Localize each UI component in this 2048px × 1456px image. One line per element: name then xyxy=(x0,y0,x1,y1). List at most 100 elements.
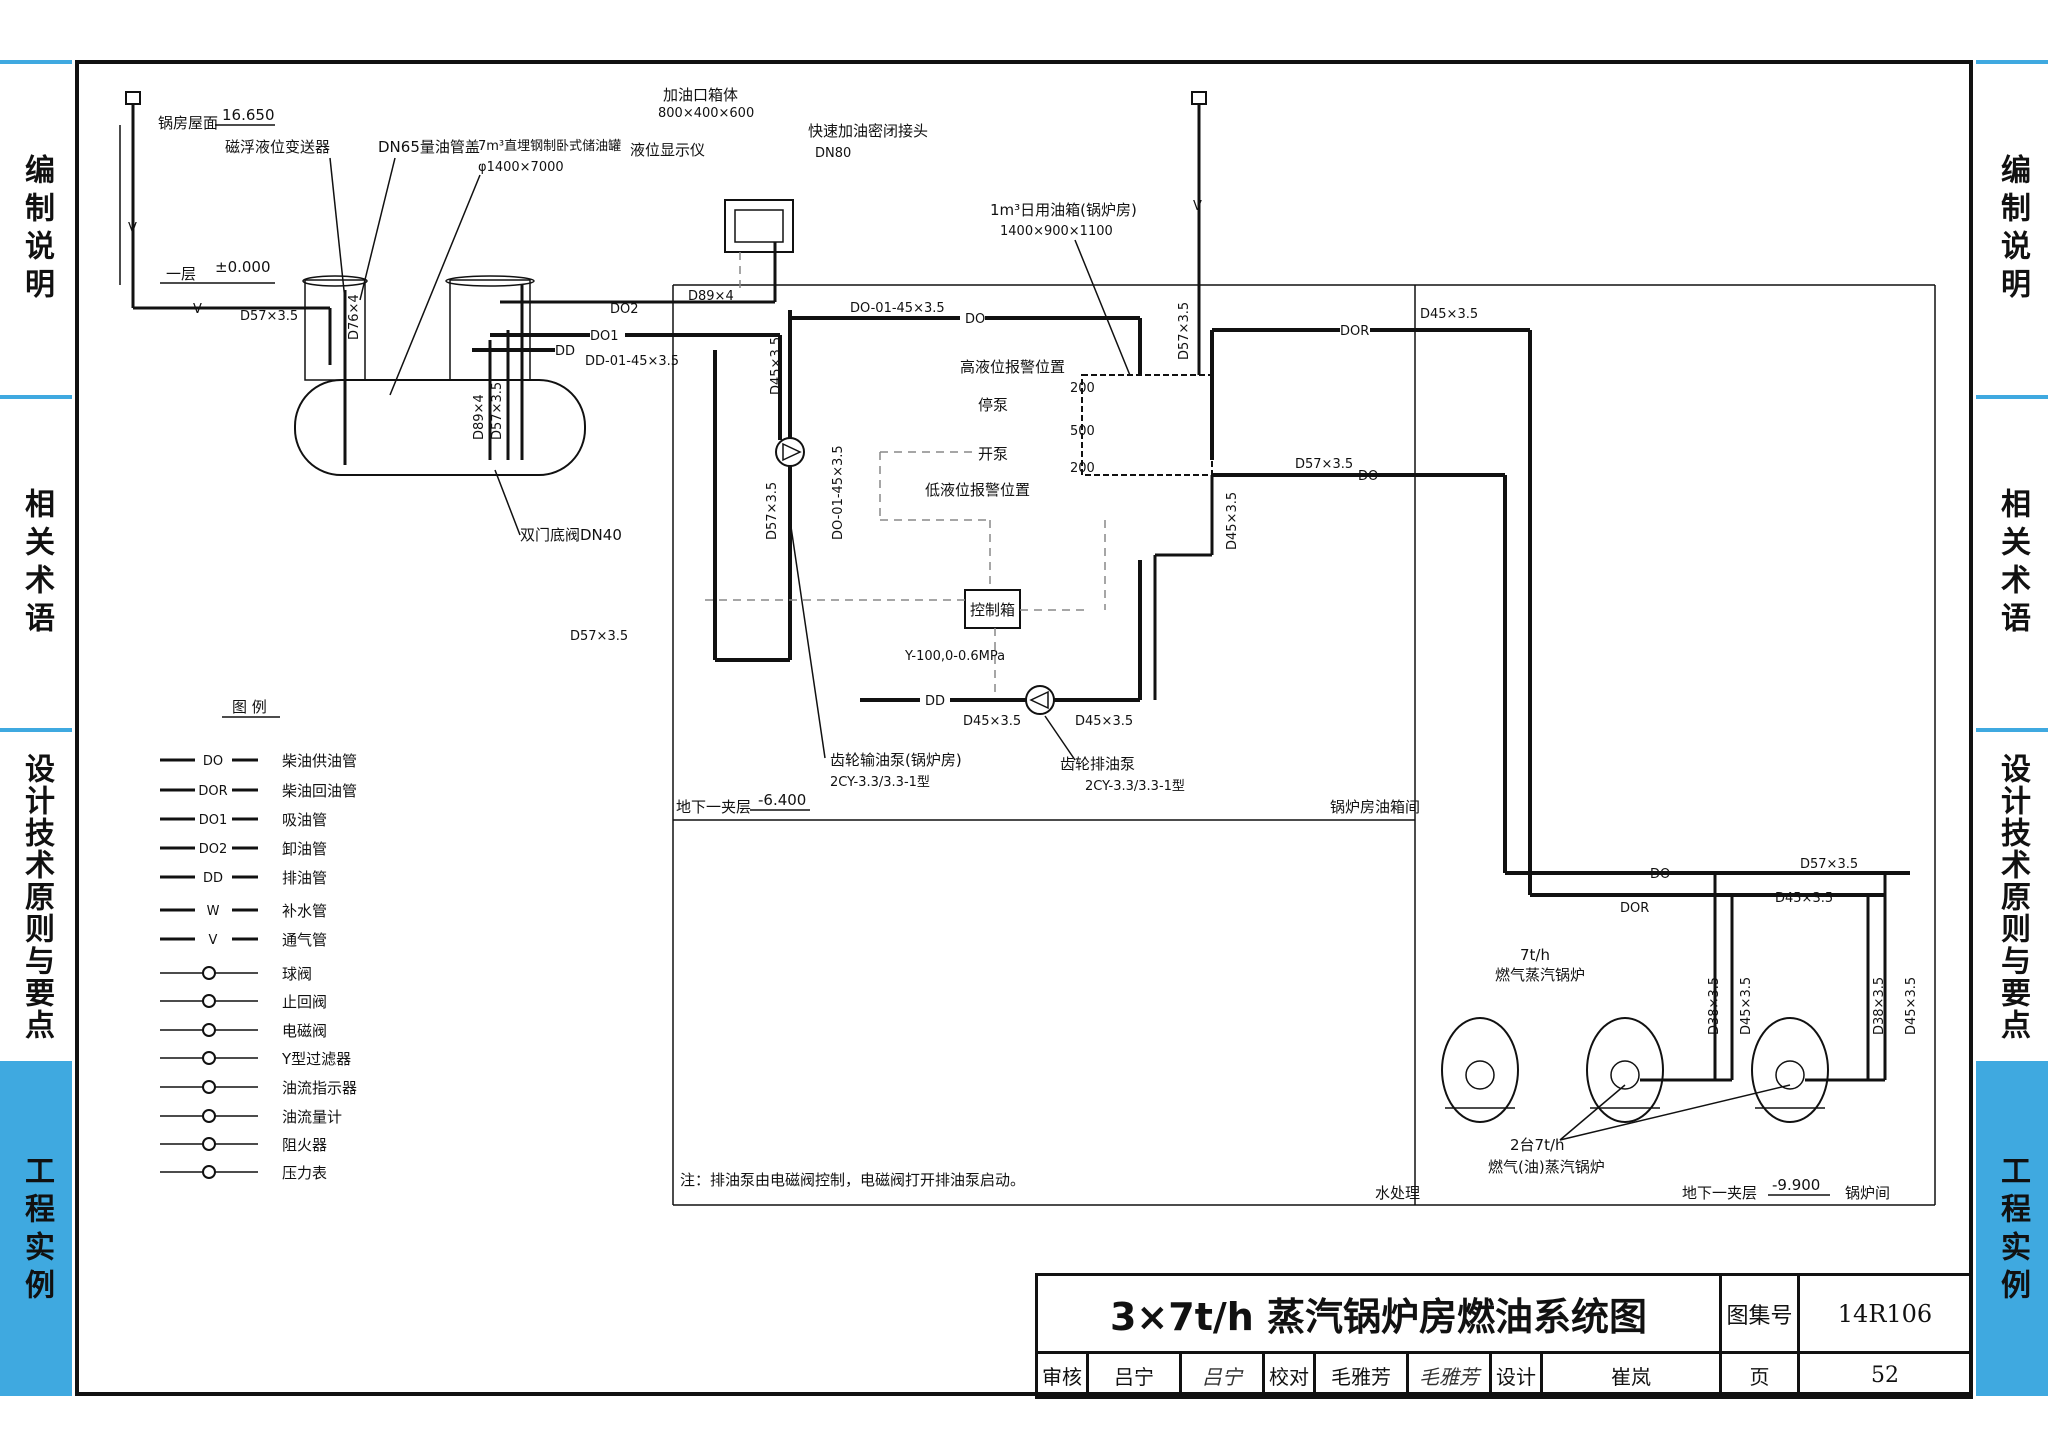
legend-text: 吸油管 xyxy=(282,811,327,829)
feed-pump-label: 齿轮输油泵(锅炉房) xyxy=(830,751,962,769)
tab-left-examples[interactable]: 工程实例 xyxy=(0,1061,72,1396)
high-alarm-label: 高液位报警位置 xyxy=(960,358,1065,376)
tab-label: 工程实例 xyxy=(19,1154,54,1307)
d89-label: D89×4 xyxy=(688,289,734,304)
ground-elev: ±0.000 xyxy=(215,258,271,276)
legend-symbol-icon xyxy=(202,1051,216,1065)
tab-label: 相关术语 xyxy=(1995,487,2030,640)
legend-row: 止回阀 xyxy=(160,993,327,1011)
tab-right-principles[interactable]: 设计技术原则与要点 xyxy=(1976,728,2048,1061)
legend-text: 卸油管 xyxy=(282,840,327,858)
designer-name: 崔岚 xyxy=(1540,1351,1722,1399)
d45-return-label: D45×3.5 xyxy=(1225,492,1240,550)
roof-label: 锅房屋面 xyxy=(158,114,218,132)
bottom-valve-label: 双门底阀DN40 xyxy=(520,526,622,544)
note-text: 注：排油泵由电磁阀控制，电磁阀打开排油泵启动。 xyxy=(680,1171,1025,1189)
d89-vert-label: D89×4 xyxy=(472,394,487,440)
feed-pump: D45×3.5 D57×3.5 DO-01-45×3.5 齿轮输油泵(锅炉房) … xyxy=(765,337,962,790)
legend-text: 止回阀 xyxy=(282,993,327,1011)
d45-label-b: D45×3.5 xyxy=(1904,977,1919,1035)
d57-vert-label: D57×3.5 xyxy=(1177,302,1192,360)
legend-text: 柴油回油管 xyxy=(282,782,357,800)
legend-code: DOR xyxy=(198,784,227,799)
do-dist-label: DO xyxy=(1650,867,1670,882)
legend-code: V xyxy=(209,933,218,948)
quick-joint-label: 快速加油密闭接头 xyxy=(808,122,928,140)
refuel-box: 加油口箱体 800×400×600 快速加油密闭接头 DN80 液位显示仪 D8… xyxy=(500,86,928,317)
legend-text: 油流量计 xyxy=(282,1108,342,1126)
tab-label: 相关术语 xyxy=(19,487,54,640)
boiler-2 xyxy=(1586,1017,1732,1123)
start-pump-label: 开泵 xyxy=(978,445,1008,463)
do-out-label: DO xyxy=(1358,469,1378,484)
title-block: 3×7t/h 蒸汽锅炉房燃油系统图 图集号 14R106 审核 吕宁 吕宁 校对… xyxy=(1035,1273,1973,1399)
tab-left-notes[interactable]: 编制说明 xyxy=(0,60,72,395)
legend-text: 补水管 xyxy=(282,902,327,920)
legend-row: 球阀 xyxy=(160,965,312,983)
design-label: 设计 xyxy=(1489,1351,1543,1399)
tab-left-principles[interactable]: 设计技术原则与要点 xyxy=(0,728,72,1061)
page-number: 52 xyxy=(1797,1351,1973,1399)
legend-row: DOR 柴油回油管 xyxy=(160,782,357,800)
reviewer-signature: 吕宁 xyxy=(1179,1351,1265,1399)
d57-feed-label: D57×3.5 xyxy=(765,482,780,540)
legend-text: 柴油供油管 xyxy=(282,752,357,770)
d45-drain-a: D45×3.5 xyxy=(963,714,1021,729)
dim-200b: 200 xyxy=(1070,461,1095,476)
stop-pump-label: 停泵 xyxy=(978,396,1008,414)
dor-dist-label: DOR xyxy=(1620,901,1649,916)
tab-label: 设计技术原则与要点 xyxy=(19,752,54,1041)
dd-drain-label: DD xyxy=(925,694,945,709)
storage-tank-size: φ1400×7000 xyxy=(478,160,564,175)
legend-row: Y型过滤器 xyxy=(160,1050,351,1068)
legend-symbol-icon xyxy=(202,966,216,980)
legend-row: DO2 卸油管 xyxy=(160,840,327,858)
dd-label: DD xyxy=(555,344,575,359)
legend-text: 球阀 xyxy=(282,965,312,983)
legend-text: Y型过滤器 xyxy=(281,1050,351,1068)
tab-right-examples[interactable]: 工程实例 xyxy=(1976,1061,2048,1396)
d57-label: D57×3.5 xyxy=(240,309,298,324)
legend-symbol-icon xyxy=(202,1023,216,1037)
reviewer-name: 吕宁 xyxy=(1086,1351,1182,1399)
legend-text: 压力表 xyxy=(282,1164,327,1182)
page-label: 页 xyxy=(1719,1351,1800,1399)
do-label: DO xyxy=(965,312,985,327)
atlas-label: 图集号 xyxy=(1719,1273,1800,1354)
legend-text: 油流指示器 xyxy=(282,1079,357,1097)
boiler-room-label: 锅炉间 xyxy=(1845,1184,1890,1202)
legend-row: DO 柴油供油管 xyxy=(160,752,357,770)
legend-symbol-icon xyxy=(202,1109,216,1123)
refuel-box-label: 加油口箱体 xyxy=(663,86,738,104)
legend-text: 排油管 xyxy=(282,869,327,887)
tab-right-notes[interactable]: 编制说明 xyxy=(1976,60,2048,395)
tab-label: 工程实例 xyxy=(1995,1154,2030,1307)
basement-label: 地下一夹层 xyxy=(676,798,751,816)
magnetic-transmitter-label: 磁浮液位变送器 xyxy=(225,138,330,156)
d57-tank-label: D57×3.5 xyxy=(490,382,505,440)
legend-code: DO2 xyxy=(199,842,228,857)
legend-text: 阻火器 xyxy=(282,1136,327,1154)
legend-code: DO xyxy=(203,754,223,769)
roof-elev: 16.650 xyxy=(222,106,275,124)
d38-label-b: D38×3.5 xyxy=(1872,977,1887,1035)
d45-feed-label: D45×3.5 xyxy=(769,337,784,395)
boilers-label-2: 燃气(油)蒸汽锅炉 xyxy=(1488,1158,1605,1176)
tab-left-terms[interactable]: 相关术语 xyxy=(0,395,72,728)
day-tank-label: 1m³日用油箱(锅炉房) xyxy=(990,201,1137,219)
dd01-label: DD-01-45×3.5 xyxy=(585,354,679,369)
vent-pipe-left: V V D57×3.5 xyxy=(119,91,332,365)
dor-label: DOR xyxy=(1340,324,1369,339)
d57-pump-label: D57×3.5 xyxy=(570,629,628,644)
tab-right-terms[interactable]: 相关术语 xyxy=(1976,395,2048,728)
measuring-cover-label: DN65量油管盖 xyxy=(378,138,480,156)
d57-out-label: D57×3.5 xyxy=(1295,457,1353,472)
drawing-title: 3×7t/h 蒸汽锅炉房燃油系统图 xyxy=(1035,1273,1722,1354)
legend-row: 电磁阀 xyxy=(160,1022,327,1040)
boiler-label: 7t/h xyxy=(1520,946,1550,964)
